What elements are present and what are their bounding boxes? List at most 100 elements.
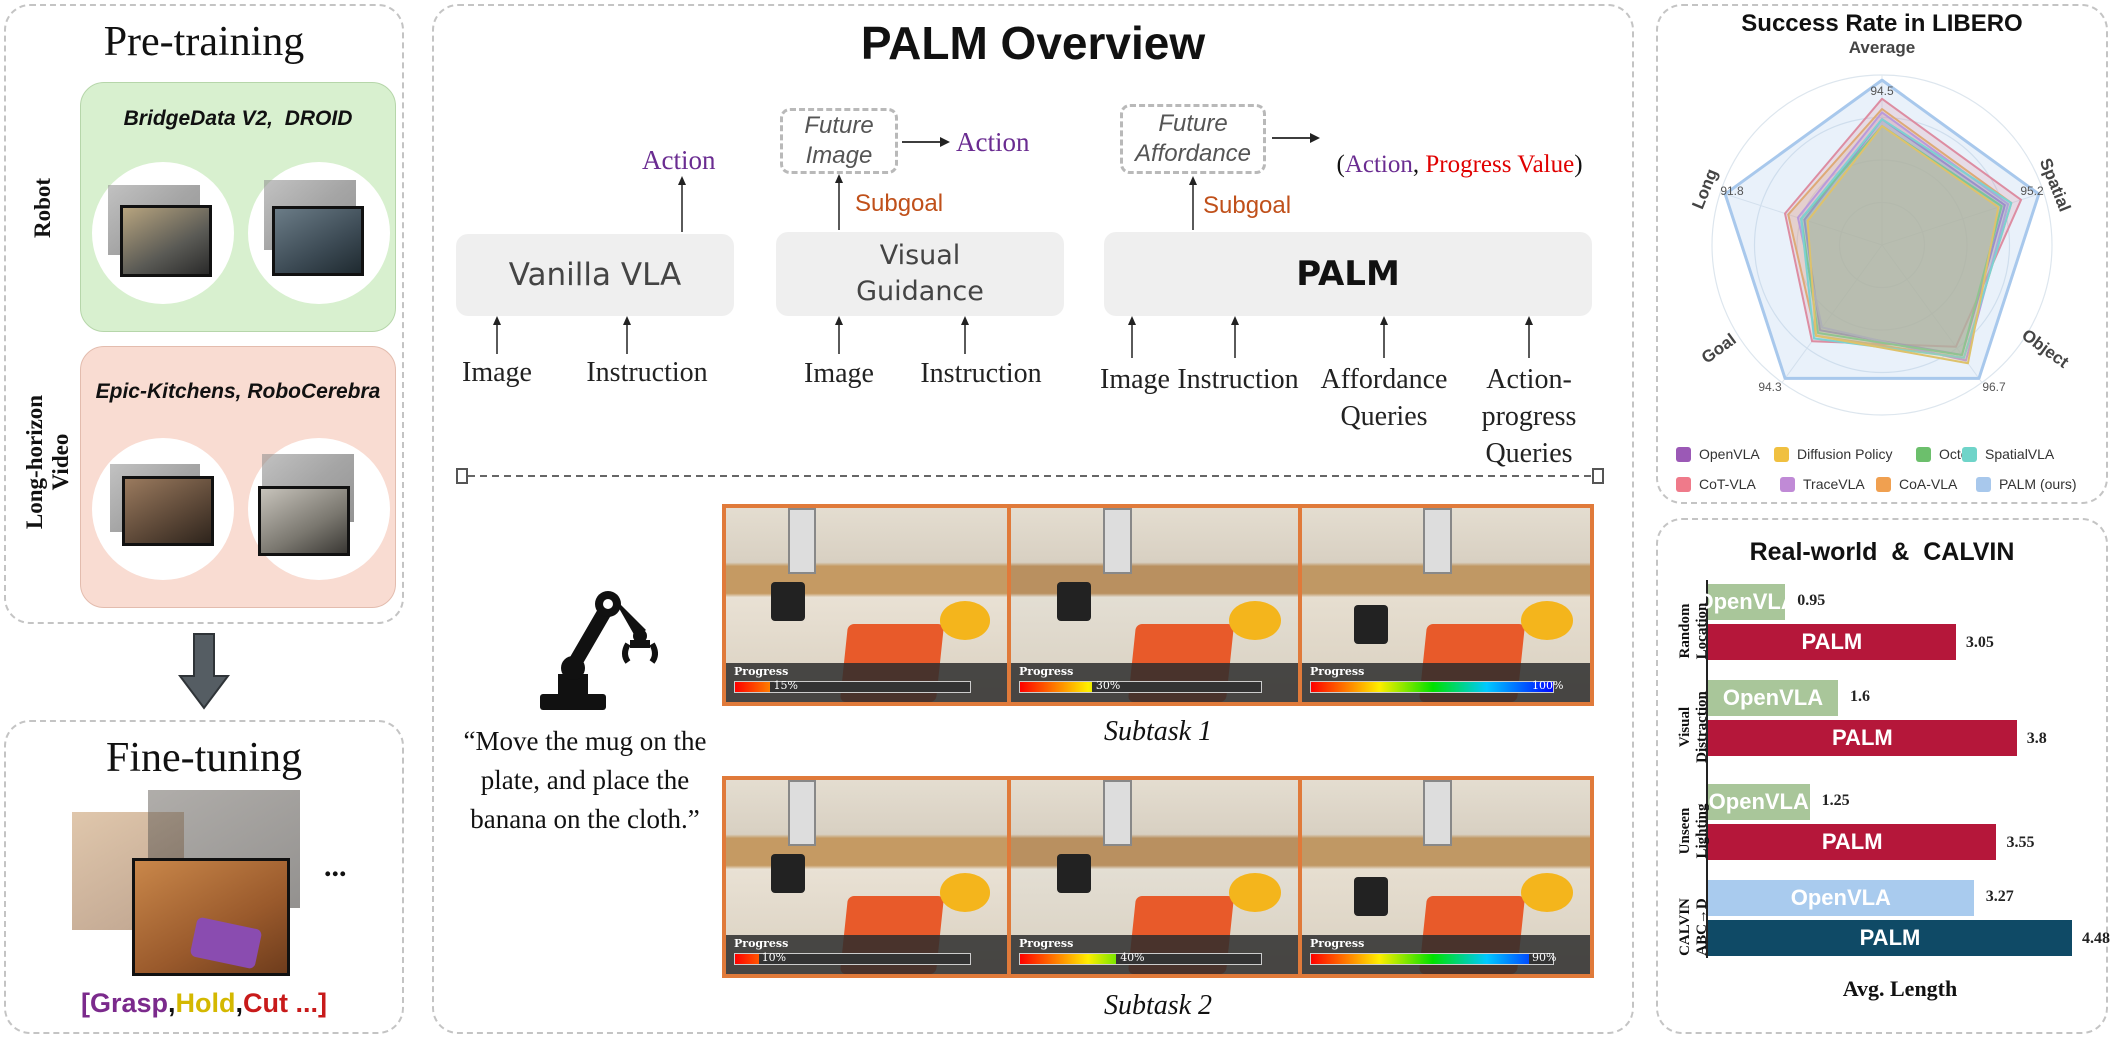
progress-fill bbox=[1311, 954, 1529, 964]
black-mug bbox=[770, 581, 805, 621]
progress-percent: 10% bbox=[761, 951, 787, 964]
progress-fill bbox=[735, 954, 759, 964]
yellow-bowl bbox=[1520, 601, 1573, 640]
skill-tail: ...] bbox=[288, 988, 328, 1018]
yellow-bowl bbox=[1229, 873, 1281, 912]
visual-input-image: Image bbox=[804, 358, 874, 389]
robot-row-label: Robot bbox=[30, 177, 55, 239]
robot-arm bbox=[1102, 508, 1132, 574]
future-image-line1: Future bbox=[804, 112, 874, 139]
vanilla-instruction-arrow bbox=[623, 316, 631, 354]
progress-label: Progress bbox=[734, 665, 789, 678]
affordance-queries-line1: Affordance bbox=[1320, 364, 1448, 395]
radar-axis-label: Object bbox=[2018, 325, 2072, 372]
video-row-label: Long-horizon Video bbox=[22, 362, 74, 562]
legend-item: OpenVLA bbox=[1676, 446, 1760, 462]
radar-axis-label: Average bbox=[1849, 40, 1915, 57]
action-progress-queries-line2: progress bbox=[1481, 401, 1577, 432]
skill-cut: Cut bbox=[243, 988, 289, 1018]
progress-label: Progress bbox=[1019, 937, 1074, 950]
palm-input-affordance-queries: Affordance Queries bbox=[1316, 361, 1452, 435]
progress-percent: 90% bbox=[1532, 951, 1557, 964]
radar-spoke bbox=[1781, 244, 1883, 383]
legend-item: PALM (ours) bbox=[1976, 476, 2077, 492]
pretraining-title: Pre-training bbox=[103, 19, 305, 65]
future-affordance-line1: Future bbox=[1158, 110, 1228, 137]
palm-output: (Action, Progress Value) bbox=[1324, 123, 1583, 179]
legend-item: CoA-VLA bbox=[1876, 476, 1957, 492]
future-image-to-action-arrow bbox=[902, 137, 950, 147]
bar-group-label-line2: Location bbox=[1694, 602, 1710, 660]
visual-input-instruction: Instruction bbox=[920, 358, 1042, 389]
skill-comma-1: , bbox=[168, 988, 176, 1018]
visual-guidance-box: Visual Guidance bbox=[776, 232, 1064, 316]
robot-arm bbox=[1422, 508, 1452, 574]
vanilla-input-image: Image bbox=[462, 357, 532, 388]
palm-affordance-arrow bbox=[1380, 316, 1388, 358]
video-row-label-line2: Video bbox=[48, 433, 73, 491]
bar-group-label-line2: Lighting bbox=[1694, 803, 1710, 859]
progress-percent: 30% bbox=[1095, 679, 1121, 692]
bar-openvla-value: 0.95 bbox=[1797, 592, 1826, 609]
pretrain-to-finetune-arrow bbox=[178, 633, 230, 710]
future-image-box: Future Image bbox=[780, 108, 898, 174]
task-instruction-line2: plate, and place the bbox=[480, 765, 690, 795]
robot-image-2 bbox=[272, 206, 364, 276]
legend-label: TraceVLA bbox=[1803, 476, 1865, 492]
section-divider bbox=[456, 468, 1604, 484]
bar-palm: PALM bbox=[1708, 824, 1997, 860]
robot-arm bbox=[1422, 780, 1452, 846]
bar-group-label-line1: Unseen bbox=[1677, 807, 1693, 855]
legend-swatch bbox=[1962, 446, 1977, 462]
legend-label: CoT-VLA bbox=[1699, 476, 1756, 492]
vanilla-image-arrow bbox=[493, 316, 501, 354]
vanilla-input-instruction: Instruction bbox=[586, 357, 708, 388]
progress-fill bbox=[735, 682, 771, 692]
radar-spoke bbox=[1881, 191, 2044, 246]
legend-swatch bbox=[1676, 476, 1691, 492]
palm-output-action: Action bbox=[1344, 151, 1413, 178]
radar-value-label: 94.3 bbox=[1758, 380, 1782, 394]
black-mug bbox=[1056, 581, 1092, 621]
finetune-ellipsis: ... bbox=[324, 850, 347, 883]
affordance-queries-line2: Queries bbox=[1340, 401, 1428, 432]
progress-percent: 100% bbox=[1532, 679, 1564, 692]
overview-title: PALM Overview bbox=[860, 17, 1206, 69]
skill-bracket-open: [ bbox=[80, 988, 90, 1018]
radar-value-label: 91.8 bbox=[1720, 184, 1744, 198]
black-mug bbox=[1353, 605, 1389, 644]
radar-value-label: 96.7 bbox=[1982, 380, 2006, 394]
bar-openvla: OpenVLA bbox=[1708, 880, 1974, 916]
future-affordance-line2: Affordance bbox=[1134, 140, 1252, 167]
progress-label: Progress bbox=[1310, 937, 1365, 950]
legend-label: Octo bbox=[1939, 446, 1969, 462]
legend-swatch bbox=[1774, 446, 1789, 462]
visual-guidance-line1: Visual bbox=[879, 240, 961, 271]
skill-comma-2: , bbox=[235, 988, 244, 1018]
yellow-bowl bbox=[939, 601, 991, 640]
pretraining-panel bbox=[4, 4, 404, 624]
task-instruction-line1: “Move the mug on the bbox=[463, 726, 707, 756]
palm-input-instruction: Instruction bbox=[1177, 364, 1299, 395]
visual-guidance-line2: Guidance bbox=[856, 276, 984, 307]
palm-output-close: ) bbox=[1574, 151, 1583, 178]
subtask2-frame-3: Progress 90% bbox=[1302, 780, 1590, 974]
legend-label: CoA-VLA bbox=[1899, 476, 1958, 492]
overview-panel bbox=[432, 4, 1634, 1034]
legend-label: Diffusion Policy bbox=[1797, 446, 1893, 462]
bar-openvla: OpenVLA bbox=[1708, 680, 1838, 716]
progress-fill bbox=[1020, 682, 1093, 692]
libero-radar-chart: AverageSpatialObjectGoalLong94.595.296.7… bbox=[1688, 40, 2074, 416]
yellow-bowl bbox=[1520, 873, 1573, 912]
bar-openvla-value: 1.6 bbox=[1850, 688, 1870, 705]
